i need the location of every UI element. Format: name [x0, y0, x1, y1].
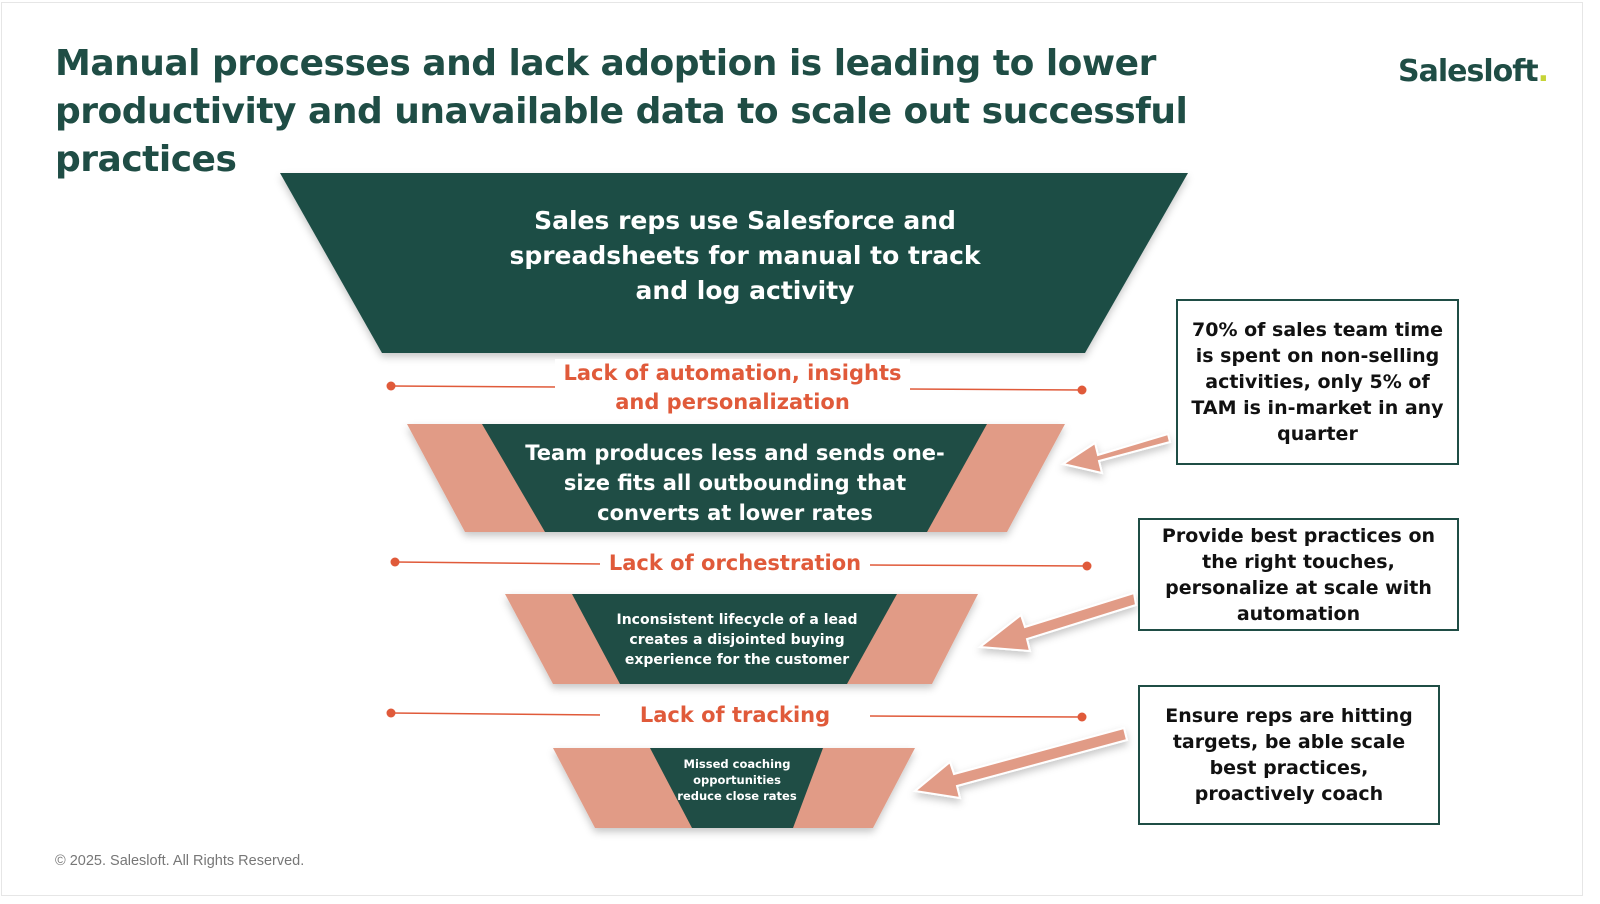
logo-dot: . [1537, 54, 1549, 89]
gap-2-dot-right [1082, 561, 1092, 571]
gap-1-dot-left [386, 381, 396, 391]
callout-box-3: Ensure reps are hitting targets, be able… [1138, 685, 1440, 825]
gap-label-tracking: Lack of tracking [600, 701, 870, 730]
copyright-footer: © 2025. Salesloft. All Rights Reserved. [55, 853, 305, 869]
callout-3-text: Ensure reps are hitting targets, be able… [1165, 705, 1413, 805]
slide-title: Manual processes and lack adoption is le… [55, 43, 1188, 180]
logo-wordmark: Salesloft [1398, 54, 1539, 89]
callout-2-arrow [977, 591, 1138, 653]
gap-label-automation: Lack of automation, insights and persona… [555, 359, 910, 417]
funnel-level-1-text: Sales reps use Salesforce and spreadshee… [509, 206, 981, 305]
gap-3-line-right [869, 715, 1083, 718]
gap-label-orchestration: Lack of orchestration [600, 549, 870, 578]
gap-3-dot-left [386, 708, 396, 718]
gap-2-line-left [394, 561, 604, 565]
funnel-level-3-inner [572, 594, 897, 684]
gap-2-dot-left [390, 557, 400, 567]
funnel-level-2-text: Team produces less and sends one-size fi… [525, 441, 945, 525]
gap-1-line-left [390, 385, 558, 388]
funnel-level-1 [280, 173, 1188, 353]
gap-2-line-right [869, 564, 1088, 567]
gap-3-dot-right [1077, 712, 1087, 722]
gap-lines [386, 381, 1092, 722]
gap-3-line-left [390, 712, 604, 716]
callout-1-text: 70% of sales team time is spent on non-s… [1191, 319, 1444, 445]
callout-box-2: Provide best practices on the right touc… [1138, 518, 1459, 631]
funnel-level-3-text: Inconsistent lifecycle of a lead creates… [616, 612, 858, 668]
salesloft-logo: Salesloft. [1398, 54, 1549, 89]
callout-2-text: Provide best practices on the right touc… [1161, 524, 1436, 625]
callout-1-arrow [1060, 432, 1172, 475]
gap-1-line-right [907, 388, 1083, 391]
funnel-level-4-text: Missed coaching opportunities reduce clo… [677, 757, 797, 803]
callout-3-arrow [912, 726, 1129, 800]
gap-1-dot-right [1077, 385, 1087, 395]
callout-box-1: 70% of sales team time is spent on non-s… [1176, 299, 1459, 465]
funnel-level-4-inner [650, 748, 823, 828]
funnel-level-2-inner [482, 424, 987, 532]
